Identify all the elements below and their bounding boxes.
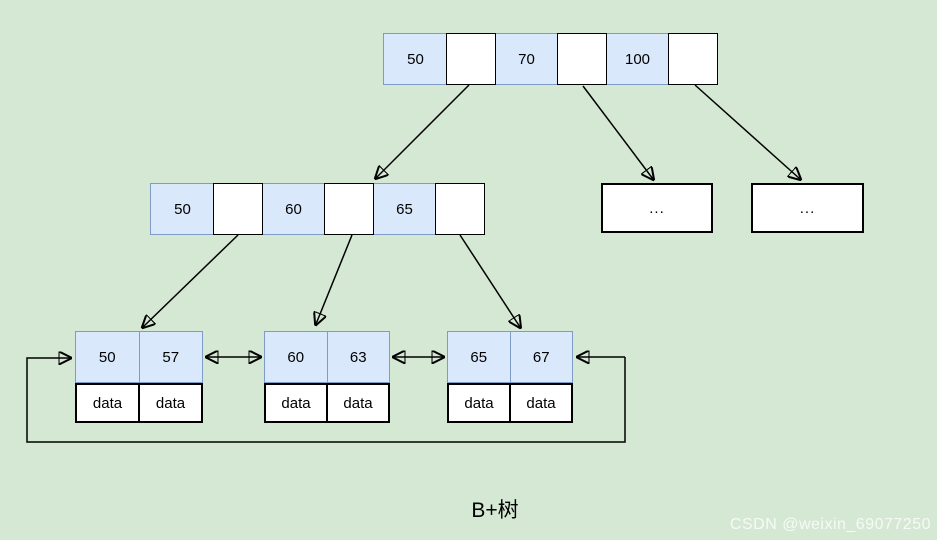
watermark: CSDN @weixin_69077250 (729, 516, 931, 533)
internal-key-1: 60 (285, 200, 302, 218)
leaf-node-0: 50 57 data data (75, 331, 203, 423)
leaf-node-1: 60 63 data data (264, 331, 390, 423)
internal-pointer-0 (213, 183, 263, 235)
leaf-2-key-0: 65 (470, 348, 488, 366)
diagram-caption: B+树 (471, 499, 519, 522)
leaf-0-keys: 50 57 (75, 331, 203, 383)
leaf-2-data: data data (447, 383, 573, 423)
leaf-node-2: 65 67 data data (447, 331, 573, 423)
leaf-1-key-1: 63 (326, 332, 390, 382)
edge-root-to-subtree-1 (694, 84, 800, 179)
edge-root-to-subtree-0 (582, 85, 653, 179)
edge-internal-to-leaf-2 (459, 234, 520, 327)
edge-internal-to-leaf-1 (316, 234, 353, 324)
leaf-0-datum-1: data (138, 383, 203, 423)
internal-pointer-2 (435, 183, 485, 235)
leaf-0-key-1: 57 (138, 332, 203, 382)
leaf-2-key-1: 67 (509, 332, 573, 382)
leaf-2-datum-1: data (509, 383, 573, 423)
leaf-1-keys: 60 63 (264, 331, 390, 383)
collapsed-subtree-0: ... (601, 183, 713, 233)
leaf-2-keys: 65 67 (447, 331, 573, 383)
edge-root-to-internal (376, 84, 470, 178)
internal-pointer-1 (324, 183, 374, 235)
leaf-2-datum-0: data (447, 383, 511, 423)
root-key-1: 70 (518, 50, 535, 68)
leaf-1-data: data data (264, 383, 390, 423)
root-key-0: 50 (407, 50, 424, 68)
edge-internal-to-leaf-0 (143, 234, 239, 327)
leaf-1-datum-1: data (326, 383, 390, 423)
root-pointer-2 (668, 33, 718, 85)
root-key-2: 100 (624, 50, 651, 68)
collapsed-subtree-1: ... (751, 183, 864, 233)
leaf-0-data: data data (75, 383, 203, 423)
root-pointer-0 (446, 33, 496, 85)
internal-key-0: 50 (174, 200, 191, 218)
leaf-0-datum-0: data (75, 383, 140, 423)
leaf-1-key-0: 60 (287, 348, 305, 366)
root-pointer-1 (557, 33, 607, 85)
internal-key-2: 65 (396, 200, 413, 218)
internal-node: 50 60 65 (150, 183, 485, 235)
leaf-1-datum-0: data (264, 383, 328, 423)
root-node: 50 70 100 (383, 33, 718, 85)
leaf-0-key-0: 50 (98, 348, 116, 366)
